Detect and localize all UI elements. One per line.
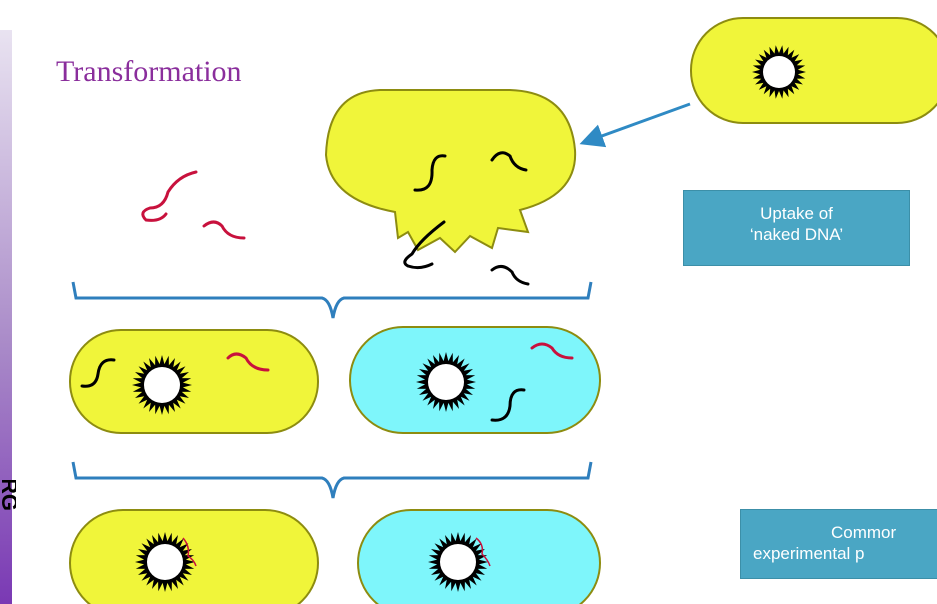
- donor-dna: [226, 352, 270, 372]
- chromosome-core: [428, 364, 464, 400]
- donor-dna: [530, 342, 574, 360]
- chromosome-icon: [132, 355, 192, 415]
- dna-fragment: [413, 154, 447, 192]
- free-dna-fragment: [141, 170, 198, 222]
- chromosome-icon: [416, 352, 476, 412]
- transformed-cell-yellow: [69, 509, 319, 604]
- dna-fragment: [490, 151, 528, 172]
- common-note-line1: Commor: [831, 523, 897, 542]
- free-dna-fragment: [202, 220, 246, 240]
- chromosome-core: [763, 56, 795, 88]
- recombinant-chromosome-icon: [428, 532, 488, 592]
- donor-chromosome-icon: [752, 45, 806, 99]
- transfer-arrow: [579, 102, 691, 148]
- uptake-note-line2: ‘naked DNA’: [749, 225, 844, 244]
- side-accent-bar: [0, 30, 12, 604]
- recipient-cell-cyan: [349, 326, 601, 434]
- uptake-note-box: Uptake of ‘naked DNA’: [683, 190, 910, 266]
- bracket-bottom: [71, 461, 593, 499]
- chromosome-core: [440, 544, 476, 580]
- chromosome-core: [147, 544, 183, 580]
- host-dna: [80, 358, 116, 388]
- lysed-donor-cell: [324, 89, 577, 254]
- bracket-top: [71, 281, 593, 319]
- integrated-donor-dna: [182, 537, 197, 567]
- dna-fragment: [403, 220, 446, 270]
- common-note-box: Commor experimental p: [740, 509, 937, 579]
- dna-fragment: [490, 265, 530, 286]
- chromosome-core: [144, 367, 180, 403]
- integrated-donor-dna: [475, 537, 491, 567]
- uptake-note-line1: Uptake of: [760, 204, 833, 223]
- host-dna: [490, 388, 526, 422]
- common-note-line2: experimental p: [753, 544, 865, 563]
- recombinant-chromosome-icon: [135, 532, 195, 592]
- donor-cell: [690, 17, 937, 124]
- slide-title: Transformation: [56, 55, 242, 88]
- recipient-cell-yellow: [69, 329, 319, 434]
